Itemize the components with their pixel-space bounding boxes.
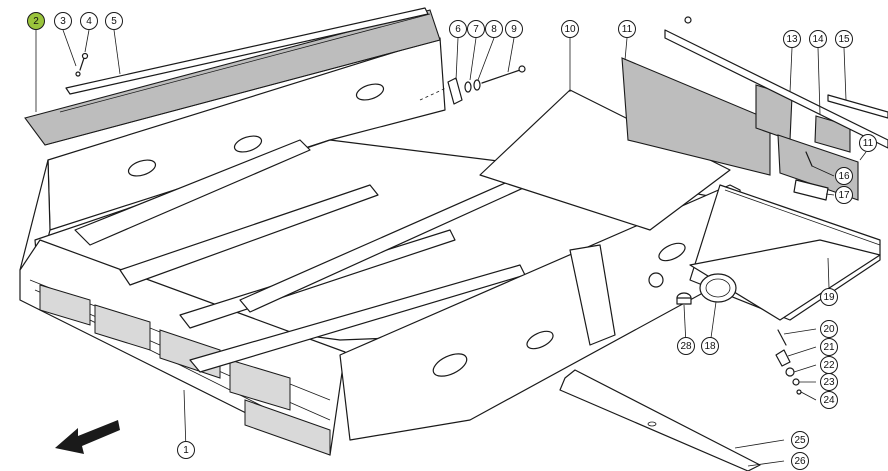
callout-circle <box>783 30 801 48</box>
callout-c14: 14 <box>809 30 827 48</box>
callout-circle <box>820 320 838 338</box>
bolt-part-3-4 <box>75 52 89 77</box>
callout-circle <box>820 373 838 391</box>
cover-18-and-bushing-28 <box>648 272 737 305</box>
callout-number: 13 <box>786 34 798 45</box>
callout-circle <box>677 337 695 355</box>
callout-number: 28 <box>680 341 692 352</box>
callout-number: 7 <box>473 24 479 35</box>
small-hardware-20-24 <box>775 329 802 395</box>
callout-c22: 22 <box>820 356 838 374</box>
top-nut <box>684 16 692 24</box>
callout-c17: 17 <box>835 186 853 204</box>
callout-number: 10 <box>564 24 576 35</box>
callout-circle <box>820 288 838 306</box>
callout-c9: 9 <box>505 20 523 38</box>
callout-circle <box>505 20 523 38</box>
callout-number: 23 <box>823 377 835 388</box>
callout-c1: 1 <box>177 441 195 459</box>
callout-circle <box>177 441 195 459</box>
callout-number: 8 <box>491 24 497 35</box>
callout-number: 16 <box>838 171 850 182</box>
callout-c19: 19 <box>820 288 838 306</box>
callout-circle <box>835 167 853 185</box>
callout-circle <box>791 452 809 470</box>
callout-circle <box>27 12 45 30</box>
callout-c4: 4 <box>80 12 98 30</box>
callout-number: 20 <box>823 324 835 335</box>
rubber-panels-right <box>621 29 888 201</box>
callout-circle <box>105 12 123 30</box>
callout-c3: 3 <box>54 12 72 30</box>
callout-number: 19 <box>823 292 835 303</box>
callout-circle <box>820 338 838 356</box>
callout-circle <box>80 12 98 30</box>
callout-number: 1 <box>183 445 189 456</box>
callout-c2: 2 <box>27 12 45 30</box>
callout-number: 14 <box>812 34 824 45</box>
callout-number: 3 <box>60 16 66 27</box>
lower-plate-25-26 <box>559 369 761 471</box>
callout-number: 5 <box>111 16 117 27</box>
pin-and-bracket-16-17 <box>793 151 829 201</box>
rubber-strip-part-2 <box>24 9 441 146</box>
callout-c8: 8 <box>485 20 503 38</box>
callout-number: 25 <box>794 435 806 446</box>
callout-c16: 16 <box>835 167 853 185</box>
callout-c5: 5 <box>105 12 123 30</box>
main-tray-frame <box>19 37 881 456</box>
callout-number: 24 <box>823 395 835 406</box>
arrow-down-left-icon <box>55 420 120 454</box>
callout-number: 2 <box>33 16 39 27</box>
callout-c28: 28 <box>677 337 695 355</box>
callout-c10: 10 <box>561 20 579 38</box>
callout-circle <box>809 30 827 48</box>
callout-c13: 13 <box>783 30 801 48</box>
callout-circle <box>54 12 72 30</box>
top-rail-part-5 <box>65 7 429 95</box>
callout-number: 4 <box>86 16 92 27</box>
callout-circle <box>618 20 636 38</box>
callout-number: 17 <box>838 190 850 201</box>
callout-circle <box>701 337 719 355</box>
callout-c7: 7 <box>467 20 485 38</box>
callout-c26: 26 <box>791 452 809 470</box>
callout-c20: 20 <box>820 320 838 338</box>
callout-number: 11 <box>863 138 874 149</box>
callout-circle <box>449 20 467 38</box>
callout-c6: 6 <box>449 20 467 38</box>
callout-number: 6 <box>455 24 461 35</box>
callout-c23: 23 <box>820 373 838 391</box>
callout-number: 9 <box>511 24 517 35</box>
callout-number: 26 <box>794 456 806 467</box>
callout-c15: 15 <box>835 30 853 48</box>
callout-c21: 21 <box>820 338 838 356</box>
callout-circle <box>485 20 503 38</box>
callout-c11b: 11 <box>859 134 877 152</box>
callout-number: 18 <box>704 341 716 352</box>
callout-c18: 18 <box>701 337 719 355</box>
callout-circle <box>467 20 485 38</box>
callout-c11a: 11 <box>618 20 636 38</box>
callout-number: 11 <box>622 24 633 35</box>
callout-circle <box>835 186 853 204</box>
callout-circle <box>820 391 838 409</box>
callout-number: 15 <box>838 34 850 45</box>
callout-circle <box>859 134 877 152</box>
callout-circle <box>561 20 579 38</box>
callout-c25: 25 <box>791 431 809 449</box>
bracket-and-bolt-group <box>419 65 526 105</box>
callout-number: 21 <box>823 342 835 353</box>
callout-circle <box>791 431 809 449</box>
callout-number: 22 <box>823 360 835 371</box>
callout-circle <box>835 30 853 48</box>
callout-c24: 24 <box>820 391 838 409</box>
